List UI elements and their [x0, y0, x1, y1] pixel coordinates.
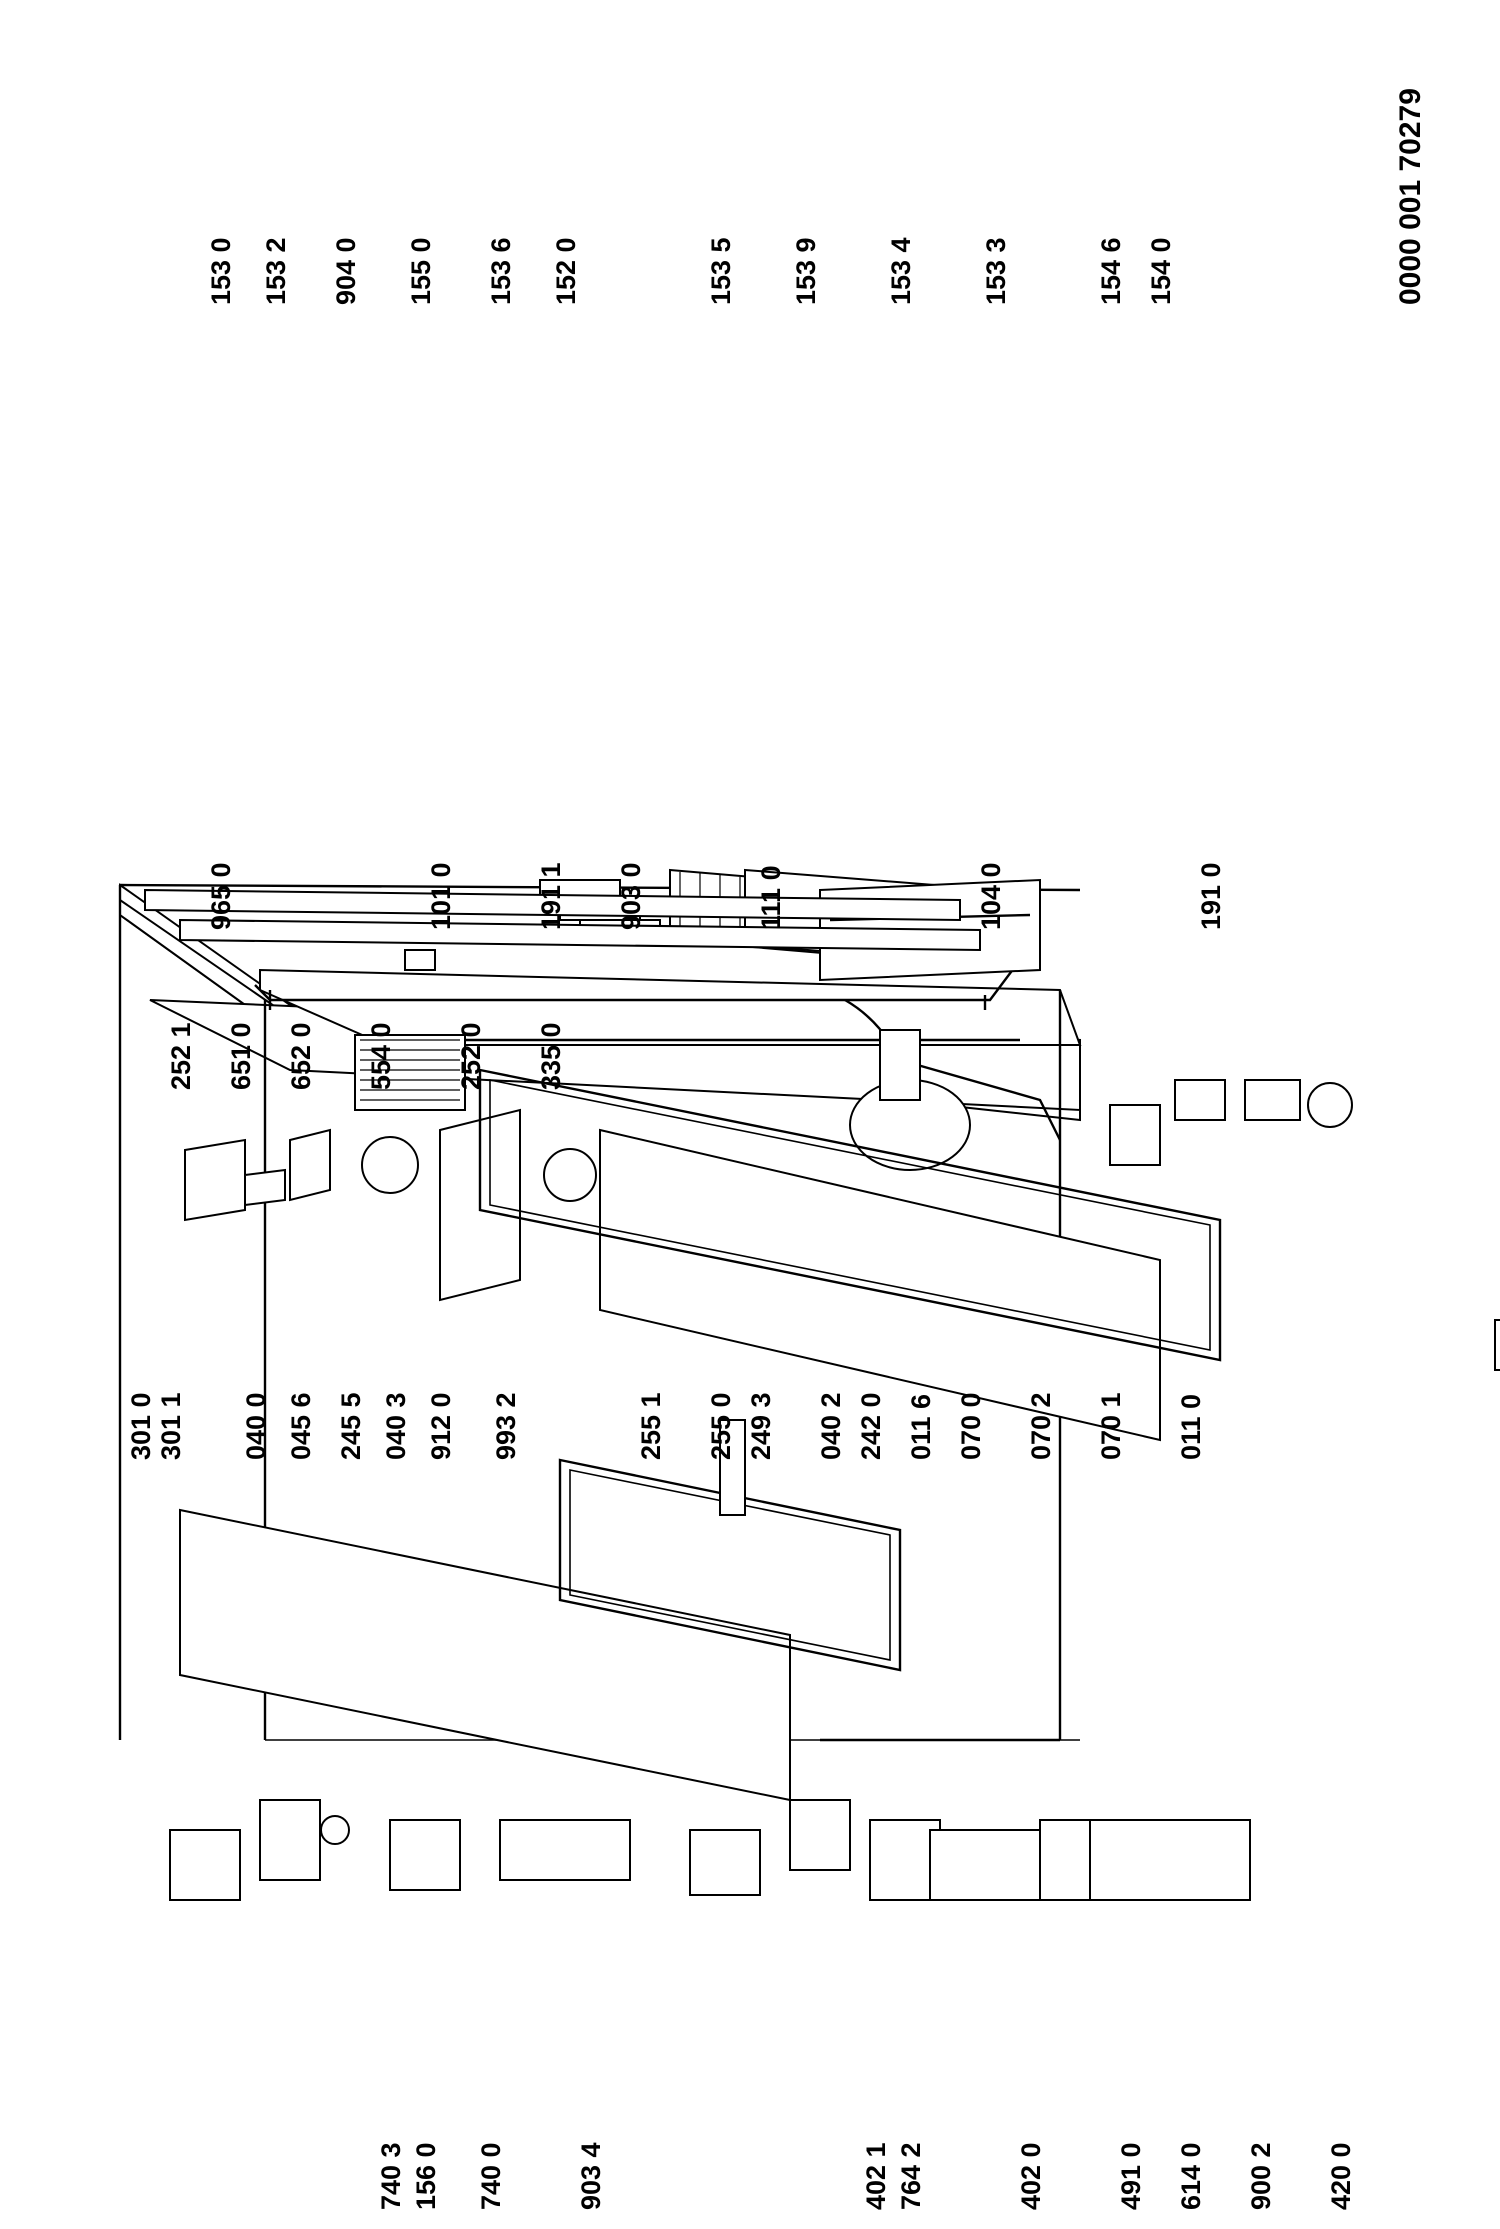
- part-labels: 740 3 156 0 740 0 903 4 402 1 764 2 402 …: [126, 88, 1427, 2210]
- part-label: 153 2: [261, 237, 291, 305]
- part-label: 252 1: [166, 1022, 196, 1090]
- part-label: 249 3: [746, 1392, 776, 1460]
- part-label: 153 5: [706, 237, 736, 305]
- document-number: 0000 001 70279: [1394, 88, 1427, 305]
- part-label: 154 6: [1096, 237, 1126, 305]
- part-label: 491 0: [1116, 2142, 1146, 2210]
- part-label: 070 0: [956, 1392, 986, 1460]
- part-label: 152 0: [551, 237, 581, 305]
- part-label: 402 0: [1016, 2142, 1046, 2210]
- part-label: 904 0: [331, 237, 361, 305]
- part-label: 912 0: [426, 1392, 456, 1460]
- part-label: 301 0: [126, 1392, 156, 1460]
- part-label: 903 0: [616, 862, 646, 930]
- fridge-door-104-0: [599, 1128, 1161, 1442]
- part-label: 153 3: [981, 237, 1011, 305]
- part-label: 153 0: [206, 237, 236, 305]
- part-label: 740 3: [376, 2142, 406, 2210]
- part-label: 900 2: [1246, 2142, 1276, 2210]
- part-label: 252 0: [456, 1022, 486, 1090]
- part-label: 070 1: [1096, 1392, 1126, 1460]
- part-label: 104 0: [976, 862, 1006, 930]
- part-label: 040 2: [816, 1392, 846, 1460]
- capacitor-420-0: [1307, 1082, 1353, 1128]
- part-label: 040 3: [381, 1392, 411, 1460]
- part-label: 335 0: [536, 1022, 566, 1090]
- relay-491-0: [1109, 1104, 1161, 1166]
- part-label: 155 0: [406, 237, 436, 305]
- part-label: 156 0: [411, 2142, 441, 2210]
- part-label: 993 2: [491, 1392, 521, 1460]
- gasket-191-1: [558, 1458, 902, 1672]
- part-label: 402 1: [861, 2142, 891, 2210]
- thermal-614-0: [1174, 1079, 1226, 1121]
- part-label: 011 0: [1176, 1394, 1206, 1460]
- part-label: 651 0: [226, 1022, 256, 1090]
- part-label: 153 6: [486, 237, 516, 305]
- part-label: 153 4: [886, 237, 916, 305]
- part-label: 420 0: [1326, 2142, 1356, 2210]
- part-label: 101 0: [426, 862, 456, 930]
- part-900-2: [1244, 1079, 1301, 1121]
- part-label: 614 0: [1176, 2142, 1206, 2210]
- part-label: 740 0: [476, 2142, 506, 2210]
- door-shelf-parts: [169, 1799, 1251, 1901]
- part-label: 554 0: [366, 1022, 396, 1090]
- part-label: 965 0: [206, 862, 236, 930]
- part-label: 153 9: [791, 237, 821, 305]
- top-trim-301-1: [179, 918, 981, 952]
- part-label: 111 0: [756, 865, 786, 930]
- part-label: 070 2: [1026, 1392, 1056, 1460]
- part-label: 255 1: [636, 1392, 666, 1460]
- part-label: 255 0: [706, 1392, 736, 1460]
- part-label: 245 5: [336, 1392, 366, 1460]
- part-label: 154 0: [1146, 237, 1176, 305]
- part-label: 242 0: [856, 1392, 886, 1460]
- control-group: [184, 1108, 597, 1302]
- part-label: 011 6: [906, 1394, 936, 1460]
- part-label: 045 6: [286, 1392, 316, 1460]
- freezer-section: [354, 1034, 466, 1111]
- hinge-111-0: [719, 1419, 746, 1516]
- part-label: 191 0: [1196, 862, 1226, 930]
- part-label: 652 0: [286, 1022, 316, 1090]
- part-label: 764 2: [896, 2142, 926, 2210]
- top-trim-301-0: [144, 888, 961, 922]
- part-label: 191 1: [536, 862, 566, 930]
- hinge-040-2: [1494, 1319, 1500, 1371]
- part-label: 301 1: [156, 1392, 186, 1460]
- freezer-door-101-0: [179, 1508, 791, 1802]
- part-label: 040 0: [241, 1392, 271, 1460]
- compressor: [849, 1029, 971, 1171]
- part-label: 903 4: [576, 2142, 606, 2210]
- gasket-191-0: [478, 1068, 1222, 1362]
